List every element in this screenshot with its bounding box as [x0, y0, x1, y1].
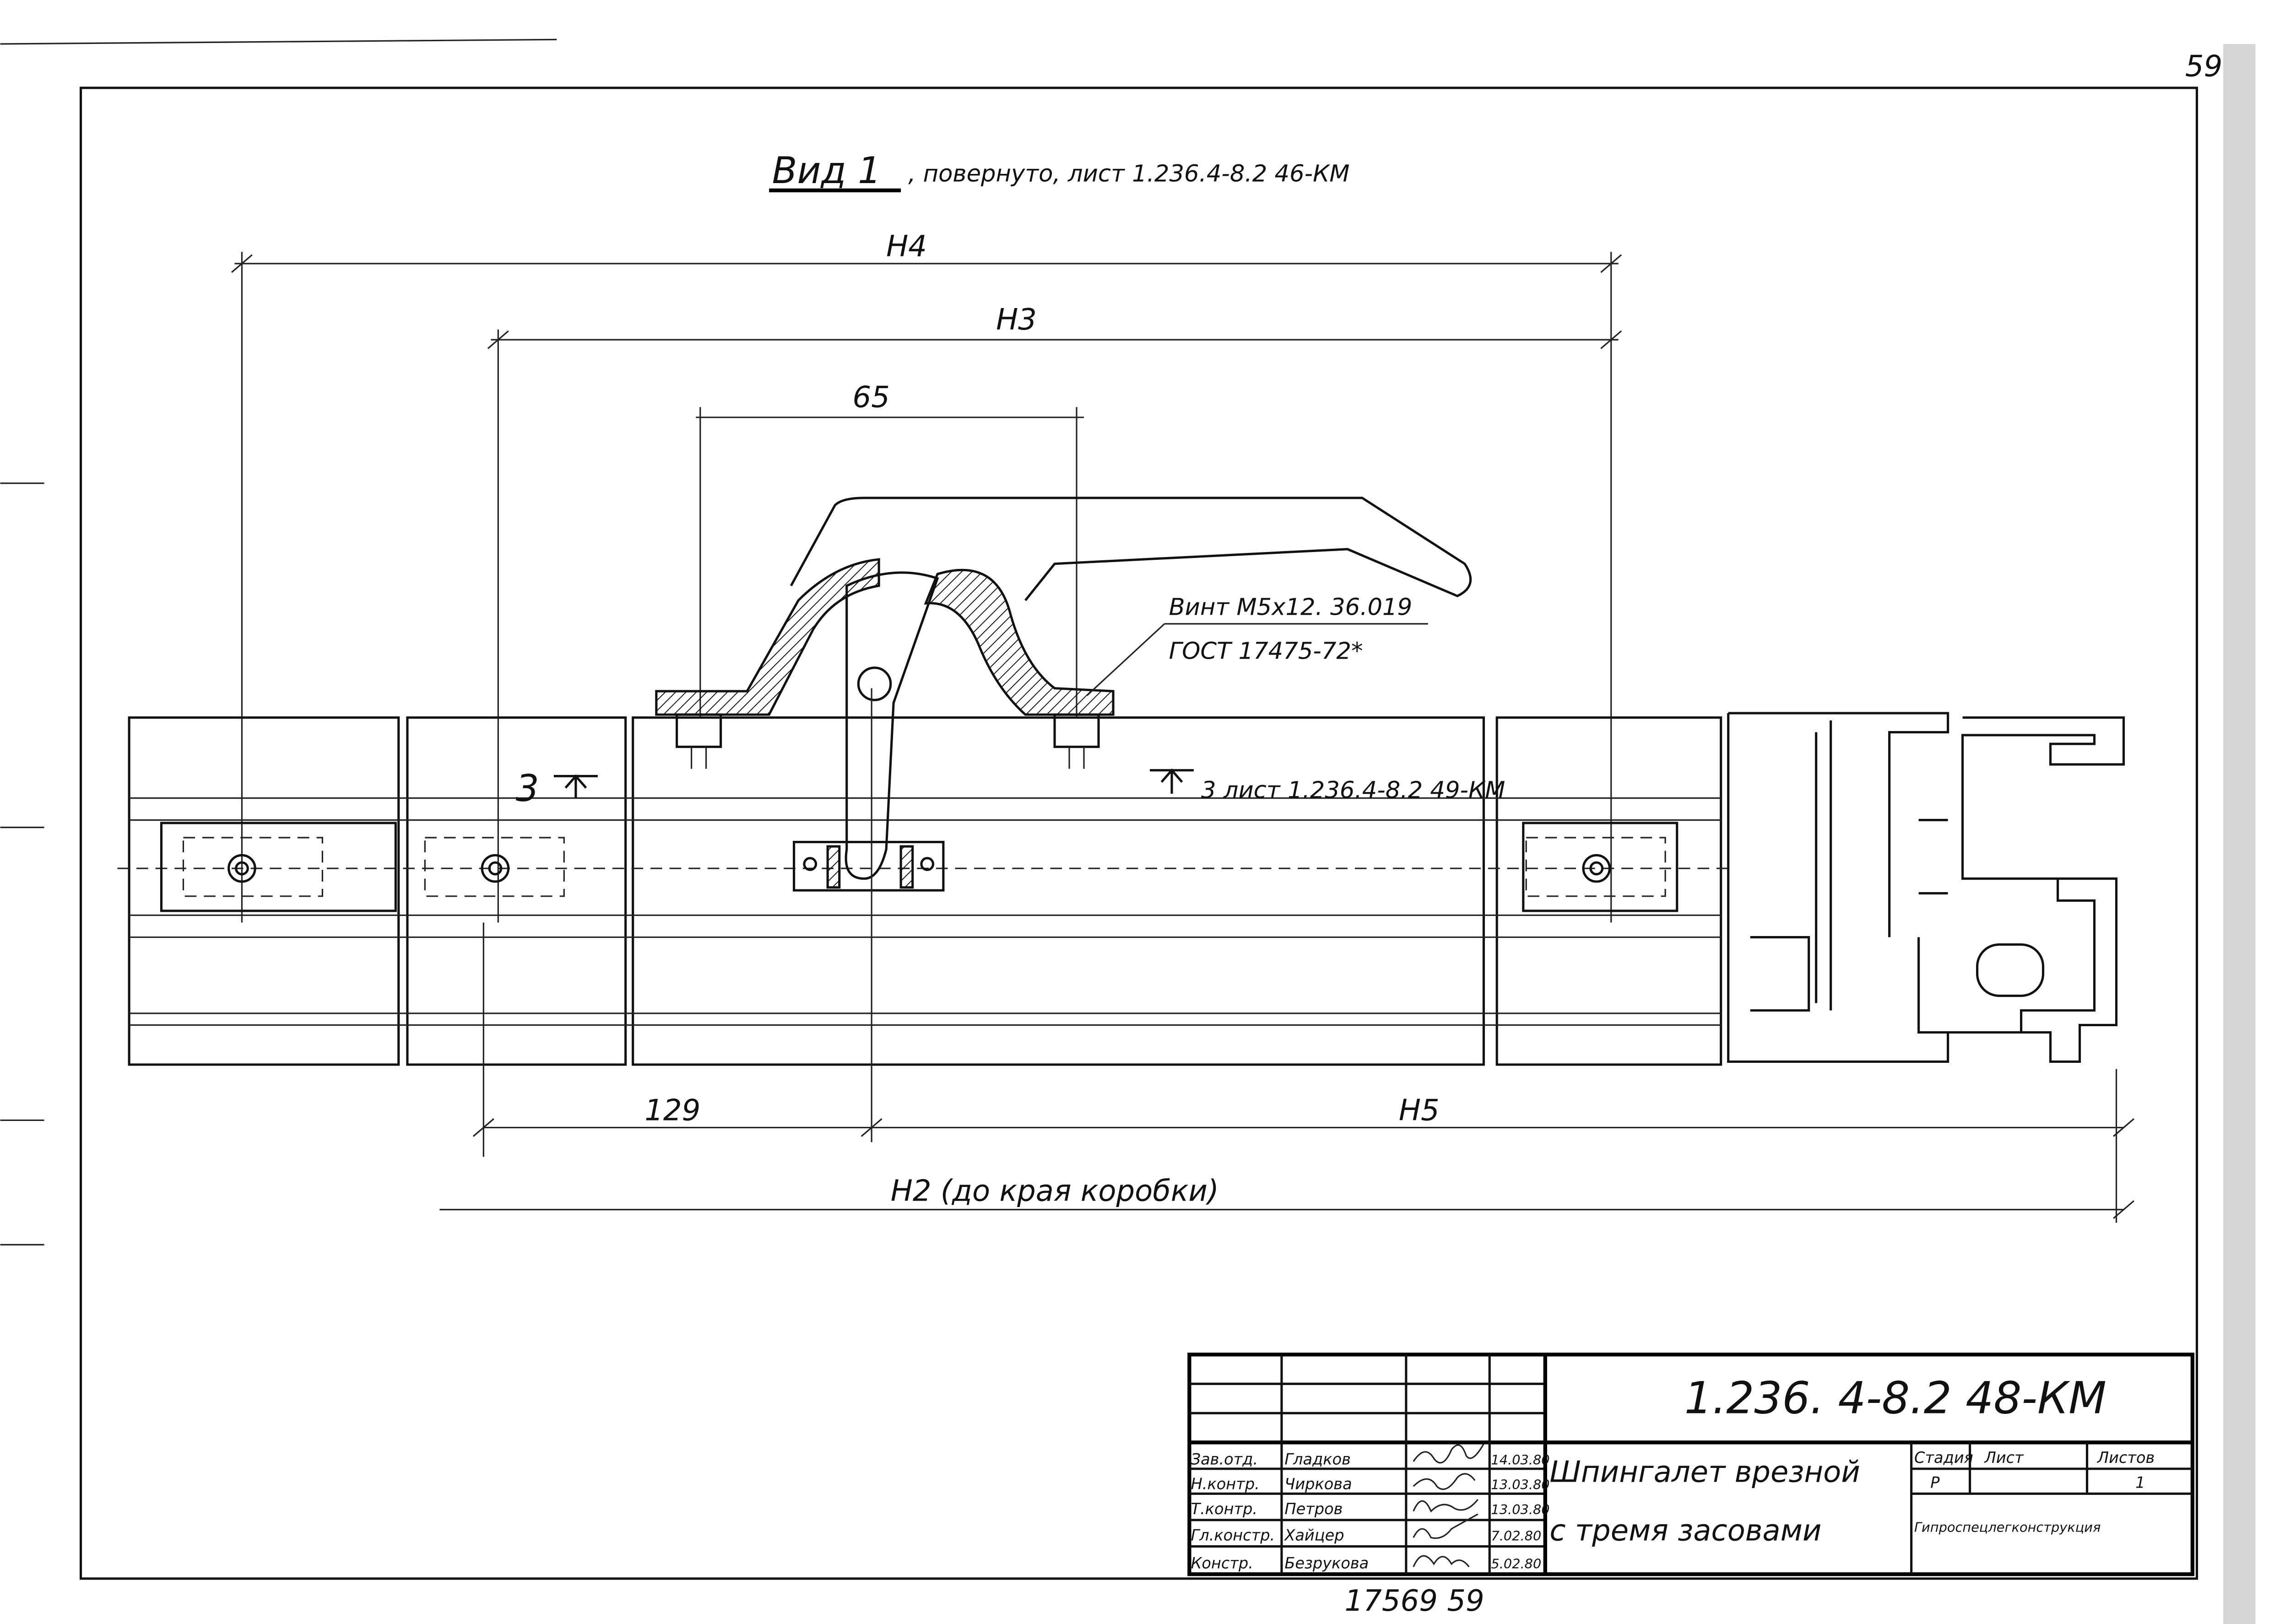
view-label: Вид 1	[772, 149, 881, 192]
corner-sheet-number: 59	[2185, 49, 2222, 83]
svg-text:Безрукова: Безрукова	[1284, 1554, 1369, 1572]
signature-row: Т.контр. Петров 13.03.80	[1191, 1500, 1550, 1518]
organization: Гипроспецлегконструкция	[1914, 1519, 2101, 1535]
signature-row: Констр. Безрукова 5.02.80	[1191, 1554, 1542, 1572]
dimension-h5: H5	[872, 1093, 2134, 1137]
svg-text:H5: H5	[1399, 1093, 1440, 1127]
margin-marks	[0, 482, 44, 1245]
svg-text:Гл.констр.: Гл.констр.	[1191, 1527, 1275, 1544]
title-line-2: с тремя засовами	[1549, 1514, 1821, 1548]
svg-text:H3: H3	[996, 303, 1037, 337]
screw-hole-icon	[1582, 854, 1611, 883]
svg-text:3: 3	[516, 767, 539, 810]
latch-handle	[655, 497, 1472, 1142]
screw-standard: ГОСТ 17475-72*	[1169, 638, 1363, 665]
signature-scribbles	[1413, 1443, 1484, 1568]
section-marker-left: 3	[516, 767, 598, 810]
sheet-frame	[79, 87, 2198, 1580]
archive-number: 17569 59	[1345, 1584, 1484, 1618]
signature-row: Н.контр. Чиркова 13.03.80	[1191, 1475, 1550, 1493]
dimension-129: 129	[472, 922, 883, 1157]
svg-text:13.03.80: 13.03.80	[1491, 1477, 1549, 1493]
svg-text:Чиркова: Чиркова	[1284, 1475, 1352, 1493]
svg-text:3 лист 1.236.4-8.2 49-КМ: 3 лист 1.236.4-8.2 49-КМ	[1201, 777, 1505, 804]
svg-text:Н.контр.: Н.контр.	[1191, 1475, 1260, 1493]
screw-hole-icon	[227, 854, 256, 883]
doc-code: 1.236. 4-8.2 48-КМ	[1684, 1372, 2106, 1424]
sheet-label: Лист	[1984, 1449, 2025, 1467]
svg-text:Петров: Петров	[1284, 1500, 1343, 1518]
profile-cross-section	[1727, 712, 2125, 1063]
sheets-value: 1	[2135, 1473, 2145, 1491]
svg-text:Хайцер: Хайцер	[1283, 1527, 1344, 1544]
dimension-h4: H4	[231, 230, 1622, 923]
bolt-slots	[160, 822, 1679, 912]
svg-text:Т.контр.: Т.контр.	[1191, 1500, 1258, 1518]
stage-value: Р	[1930, 1473, 1940, 1491]
title-line-1: Шпингалет врезной	[1549, 1456, 1860, 1489]
dimension-h3: H3	[487, 303, 1622, 923]
svg-text:Гладков: Гладков	[1284, 1450, 1351, 1468]
svg-text:Зав.отд.: Зав.отд.	[1191, 1450, 1258, 1468]
svg-text:13.03.80: 13.03.80	[1491, 1502, 1549, 1517]
svg-text:129: 129	[644, 1093, 700, 1127]
title-block: 1.236. 4-8.2 48-КМ Шпингалет врезной с т…	[1187, 1353, 2195, 1576]
svg-text:Констр.: Констр.	[1191, 1554, 1253, 1572]
screw-spec: Винт M5x12. 36.019	[1169, 594, 1413, 621]
stage-label: Стадия	[1914, 1449, 1973, 1467]
svg-text:H4: H4	[886, 230, 927, 264]
view-note: , повернуто, лист 1.236.4-8.2 46-КМ	[908, 160, 1349, 188]
svg-text:H2 (до края коробки): H2 (до края коробки)	[891, 1174, 1219, 1208]
sheets-label: Листов	[2097, 1449, 2155, 1467]
dimension-65: 65	[696, 380, 1084, 718]
svg-text:14.03.80: 14.03.80	[1491, 1452, 1549, 1467]
dimension-h2: H2 (до края коробки)	[439, 1069, 2134, 1223]
signature-row: Зав.отд. Гладков 14.03.80	[1191, 1450, 1550, 1468]
screw-hole-icon	[481, 854, 510, 883]
svg-text:65: 65	[853, 380, 890, 414]
scan-edge	[2223, 43, 2256, 1624]
signature-row: Гл.констр. Хайцер 7.02.80	[1191, 1527, 1542, 1544]
svg-text:5.02.80: 5.02.80	[1491, 1556, 1541, 1571]
section-marker-right: 3 лист 1.236.4-8.2 49-КМ	[1149, 768, 1505, 804]
svg-text:7.02.80: 7.02.80	[1491, 1528, 1541, 1544]
frame-profile	[117, 716, 1728, 1066]
